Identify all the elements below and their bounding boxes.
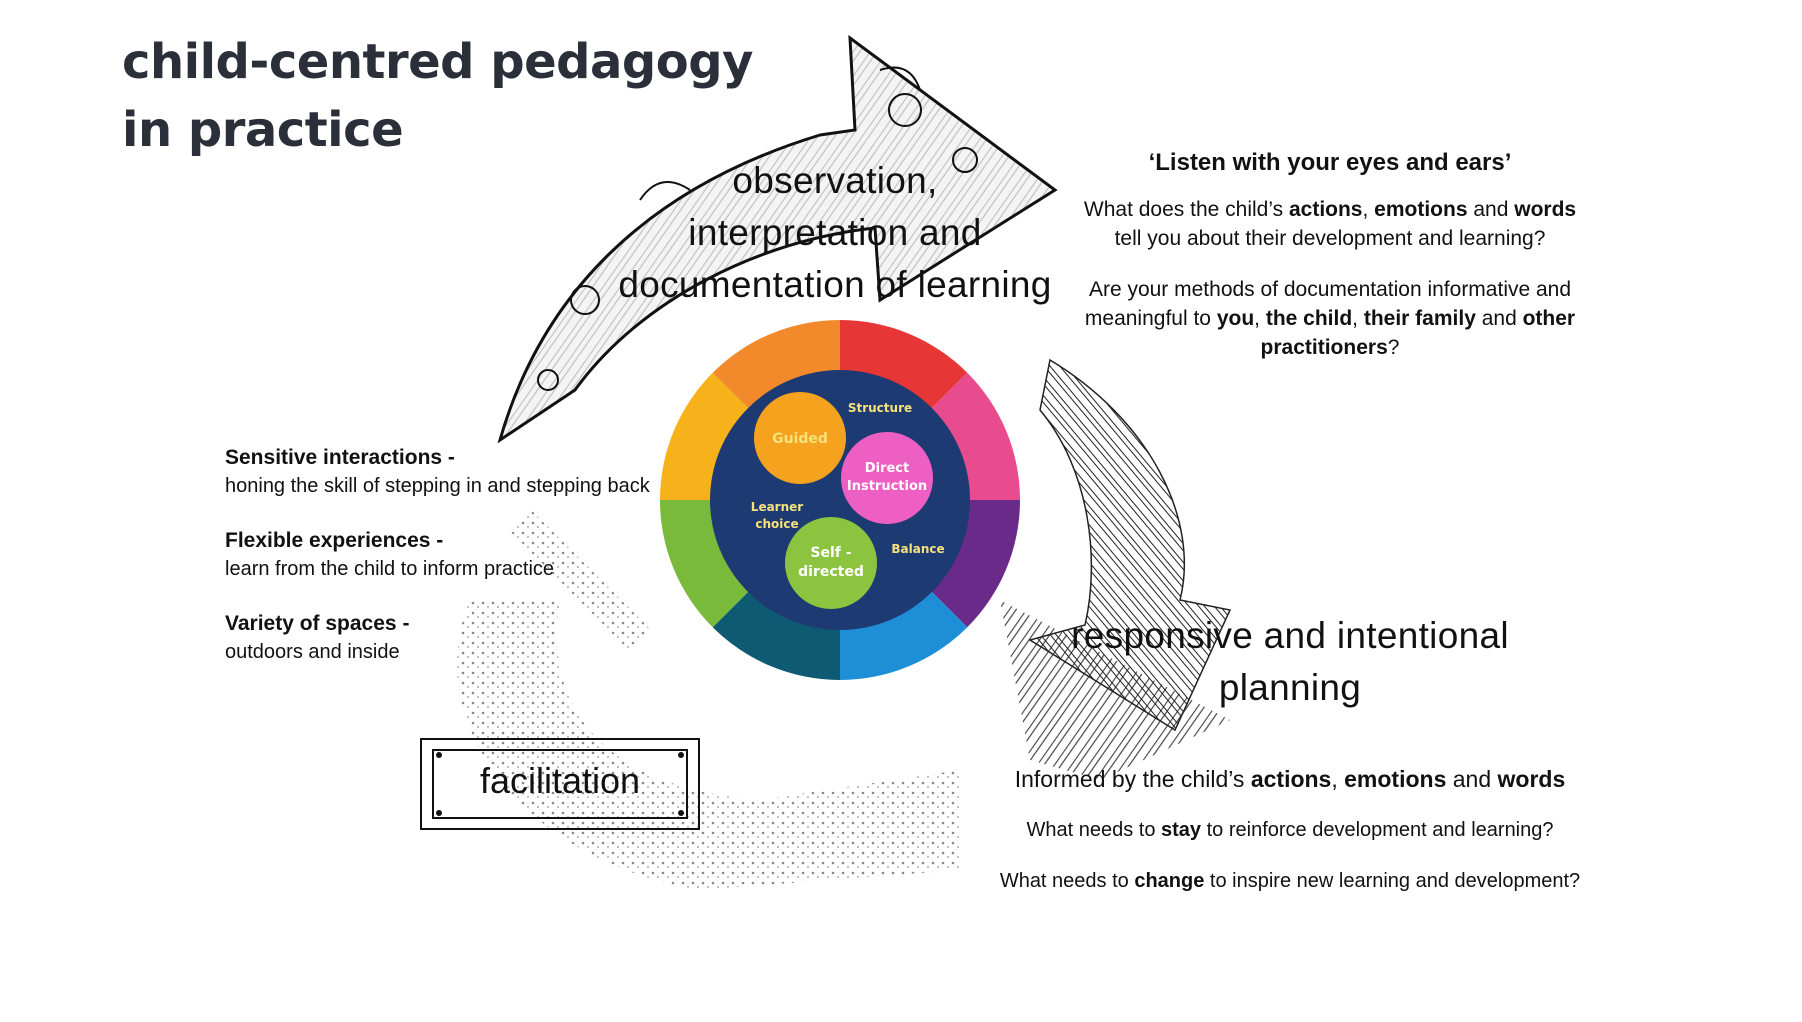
planning-question-2: What needs to change to inspire new lear…: [940, 867, 1640, 896]
listen-title: ‘Listen with your eyes and ears’: [1148, 149, 1512, 176]
facilitation-box-inner: [432, 749, 688, 819]
item-heading: Variety of spaces: [225, 612, 397, 635]
title-line-2: in practice: [122, 102, 404, 158]
wheel-label-direct-2: Instruction: [847, 479, 927, 494]
observation-arrow: [497, 34, 1058, 444]
planning-line-1: responsive and intentional: [1071, 615, 1509, 656]
text: Are your methods of documentation inform…: [1084, 278, 1572, 330]
text: What needs to: [999, 870, 1135, 892]
list-item: Sensitive interactions - honing the skil…: [225, 443, 695, 501]
bold-text: other practitioners: [1260, 307, 1576, 359]
text: What does the child’s: [1083, 198, 1289, 221]
text: ,: [1362, 198, 1375, 221]
bold-text: the child: [1265, 307, 1353, 330]
bold-text: you: [1216, 307, 1255, 330]
bold-text: actions: [1288, 198, 1363, 221]
bold-text: their family: [1363, 307, 1476, 330]
item-dash: -: [442, 446, 455, 469]
observation-line-2: interpretation and: [688, 212, 982, 253]
bold-text: stay: [1161, 819, 1202, 841]
list-item: Flexible experiences - learn from the ch…: [225, 526, 695, 584]
observation-line-1: observation,: [732, 160, 938, 201]
list-item: Variety of spaces - outdoors and inside: [225, 609, 695, 667]
item-heading: Flexible experiences: [225, 529, 431, 552]
corner-dot: [678, 752, 684, 758]
wheel-label-balance: Balance: [891, 542, 944, 556]
wheel-label-learner-2: choice: [755, 517, 798, 531]
item-subtext: learn from the child to inform practice: [225, 558, 555, 580]
text: ?: [1387, 336, 1400, 359]
bold-text: change: [1134, 870, 1205, 892]
text: ,: [1352, 307, 1364, 330]
observation-label: observation, interpretation and document…: [575, 155, 1095, 311]
page-title: child-centred pedagogy in practice: [122, 28, 762, 164]
wheel-label-direct-1: Direct: [865, 461, 909, 476]
bold-text: words: [1497, 766, 1566, 792]
text: What needs to: [1026, 819, 1162, 841]
item-subtext: honing the skill of stepping in and step…: [225, 475, 650, 497]
wheel-label-structure: Structure: [848, 401, 912, 415]
facilitation-box: facilitation: [420, 738, 700, 830]
planning-label: responsive and intentional planning: [1040, 610, 1540, 714]
facilitation-label: facilitation: [479, 760, 641, 801]
bold-text: words: [1514, 198, 1577, 221]
item-heading: Sensitive interactions: [225, 446, 443, 469]
item-subtext: outdoors and inside: [225, 641, 400, 663]
bold-text: emotions: [1344, 766, 1447, 792]
direct-instruction-circle: [841, 432, 933, 524]
self-directed-circle: [785, 517, 877, 609]
planning-line-2: planning: [1218, 667, 1362, 708]
facilitation-notes: Sensitive interactions - honing the skil…: [225, 443, 695, 692]
bold-text: actions: [1250, 766, 1332, 792]
item-dash: -: [396, 612, 410, 635]
text: to inspire new learning and development?: [1204, 870, 1581, 892]
text: tell you about their development and lea…: [1114, 227, 1546, 250]
text: Informed by the child’s: [1014, 766, 1251, 792]
planning-informed: Informed by the child’s actions, emotion…: [940, 765, 1640, 794]
pedagogy-wheel: Guided Direct Instruction Self - directe…: [660, 320, 1020, 680]
planning-notes: Informed by the child’s actions, emotion…: [940, 765, 1640, 896]
corner-dot: [436, 810, 442, 816]
listen-question-1: What does the child’s actions, emotions …: [1070, 195, 1590, 253]
corner-dot: [678, 810, 684, 816]
listen-question-2: Are your methods of documentation inform…: [1070, 275, 1590, 362]
guided-circle: [754, 392, 846, 484]
corner-dot: [436, 752, 442, 758]
item-dash: -: [430, 529, 444, 552]
planning-question-1: What needs to stay to reinforce developm…: [940, 816, 1640, 845]
listen-block: ‘Listen with your eyes and ears’ What do…: [1070, 148, 1590, 362]
wheel-label-self-1: Self -: [810, 545, 851, 561]
text: to reinforce development and learning?: [1201, 819, 1554, 841]
wheel-label-self-2: directed: [798, 564, 864, 580]
text: ,: [1331, 766, 1345, 792]
text: ,: [1254, 307, 1266, 330]
wheel-label-guided: Guided: [772, 431, 828, 447]
text: and: [1475, 307, 1523, 330]
observation-line-3: documentation of learning: [618, 264, 1052, 305]
title-line-1: child-centred pedagogy: [122, 34, 753, 90]
text: and: [1446, 766, 1498, 792]
text: and: [1467, 198, 1515, 221]
wheel-label-learner-1: Learner: [751, 500, 803, 514]
planning-arrow: [1000, 358, 1232, 780]
bold-text: emotions: [1374, 198, 1468, 221]
